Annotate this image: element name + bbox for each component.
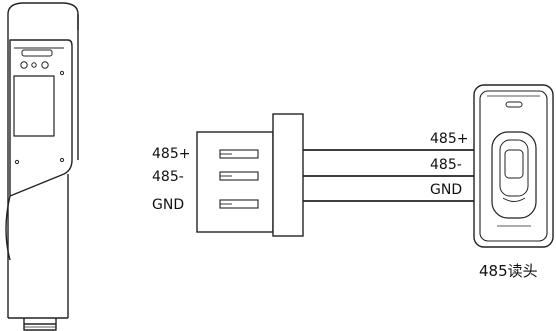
reader-outer-shell <box>473 84 554 248</box>
reader-status-led <box>505 101 523 108</box>
terminal-led-mid <box>31 62 37 68</box>
access-terminal-pillar <box>5 2 79 331</box>
terminal-led-right <box>41 61 49 69</box>
pillar-base <box>23 318 57 325</box>
terminal-indicator-strip <box>21 49 53 57</box>
reader-pin-label-485-plus: 485+ <box>430 131 469 147</box>
terminal-block-connector <box>196 113 304 237</box>
fingerprint-reader <box>473 84 554 248</box>
reader-caption: 485读头 <box>479 262 538 280</box>
terminal-head-panel <box>9 39 73 197</box>
rs485-wires <box>303 149 474 202</box>
terminal-screen <box>13 75 55 137</box>
connector-pin-label-485-minus: 485- <box>152 169 184 185</box>
connector-plug <box>272 113 304 237</box>
terminal-led-left <box>20 61 28 69</box>
connector-housing <box>196 131 274 233</box>
connector-pin-label-485-plus: 485+ <box>152 146 191 162</box>
fingerprint-sensor-pad <box>504 149 524 179</box>
connector-pin-label-gnd: GND <box>152 197 185 213</box>
reader-pin-label-485-minus: 485- <box>430 157 462 173</box>
fingerprint-sensor-window <box>491 131 537 219</box>
reader-pin-label-gnd: GND <box>430 182 463 198</box>
